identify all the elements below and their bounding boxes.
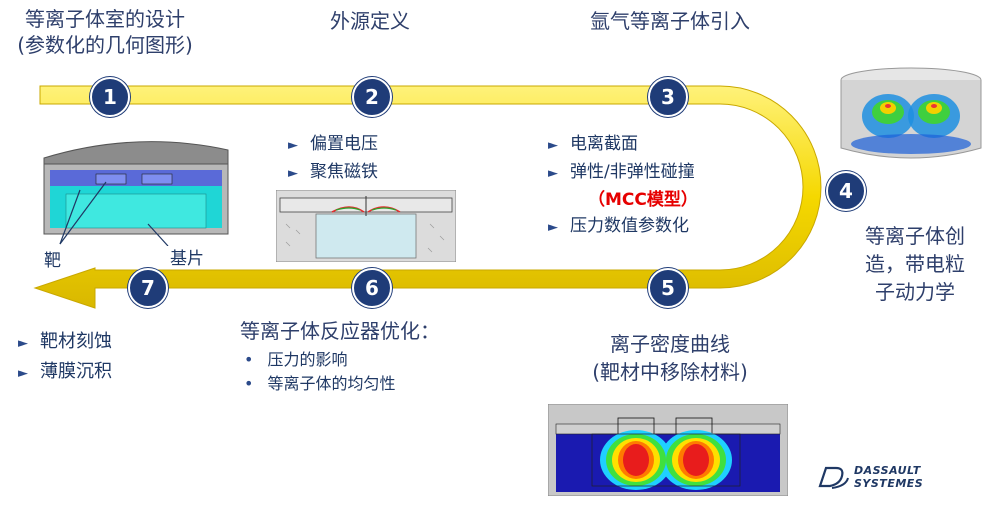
- list-item: ►压力数值参数化: [548, 213, 698, 241]
- triangle-bullet-icon: ►: [288, 166, 298, 181]
- triangle-bullet-icon: ►: [548, 138, 558, 153]
- target-label: 靶: [44, 251, 61, 271]
- list-item: ►弹性/非弹性碰撞: [548, 159, 698, 187]
- triangle-bullet-icon: ►: [18, 336, 28, 351]
- arrow-band: [33, 85, 822, 309]
- step1-title: 等离子体室的设计 (参数化的几何图形): [17, 7, 193, 57]
- step-badge-1: 1: [90, 77, 130, 117]
- logo-line2: SYSTEMES: [854, 477, 924, 490]
- list-item-highlight: （MCC模型）: [588, 190, 698, 210]
- target-pointer-1: [59, 189, 81, 245]
- list-item: ►薄膜沉积: [18, 358, 112, 388]
- triangle-bullet-icon: ►: [548, 166, 558, 181]
- step2-bullets: ►偏置电压 ►聚焦磁铁: [288, 131, 378, 187]
- dot-bullet-icon: •: [244, 374, 254, 393]
- mcc-model-label: MCC模型: [605, 190, 681, 210]
- plasma-chamber-3d: [840, 67, 982, 159]
- step6-bullets: •压力的影响 •等离子体的均匀性: [244, 348, 395, 396]
- list-item: ►偏置电压: [288, 131, 378, 159]
- ds-logo-icon: [818, 466, 849, 489]
- list-item: ►聚焦磁铁: [288, 159, 378, 187]
- step-badge-2: 2: [352, 77, 392, 117]
- step-badge-7: 7: [128, 268, 168, 308]
- dot-bullet-icon: •: [244, 350, 254, 369]
- substrate-label: 基片: [170, 249, 204, 269]
- list-item: ►靶材刻蚀: [18, 328, 112, 358]
- step3-bullets: ►电离截面 ►弹性/非弹性碰撞 （MCC模型） ►压力数值参数化: [548, 131, 698, 241]
- logo-line1: DASSAULT: [854, 464, 921, 477]
- step2-title: 外源定义: [330, 9, 410, 33]
- list-item: ►电离截面: [548, 131, 698, 159]
- step3-title: 氩气等离子体引入: [590, 9, 750, 33]
- triangle-bullet-icon: ►: [18, 366, 28, 381]
- ion-density-plot: [548, 404, 788, 496]
- step-badge-4: 4: [826, 171, 866, 211]
- step6-title: 等离子体反应器优化：: [240, 319, 440, 343]
- step7-bullets: ►靶材刻蚀 ►薄膜沉积: [18, 328, 112, 388]
- magnetic-field-simulation: [276, 190, 456, 262]
- target-pointer-2: [59, 181, 107, 245]
- step5-title: 离子密度曲线 (靶材中移除材料): [592, 332, 748, 384]
- dassault-logo: DASSAULT SYSTEMES: [816, 462, 946, 492]
- step-badge-5: 5: [648, 268, 688, 308]
- list-item: •等离子体的均匀性: [244, 372, 395, 396]
- step-badge-3: 3: [648, 77, 688, 117]
- step-badge-6: 6: [352, 268, 392, 308]
- chamber-illustration: [43, 141, 229, 246]
- triangle-bullet-icon: ►: [288, 138, 298, 153]
- triangle-bullet-icon: ►: [548, 220, 558, 235]
- step4-title: 等离子体创 造，带电粒 子动力学: [865, 224, 965, 304]
- list-item: •压力的影响: [244, 348, 395, 372]
- substrate-pointer: [147, 223, 169, 246]
